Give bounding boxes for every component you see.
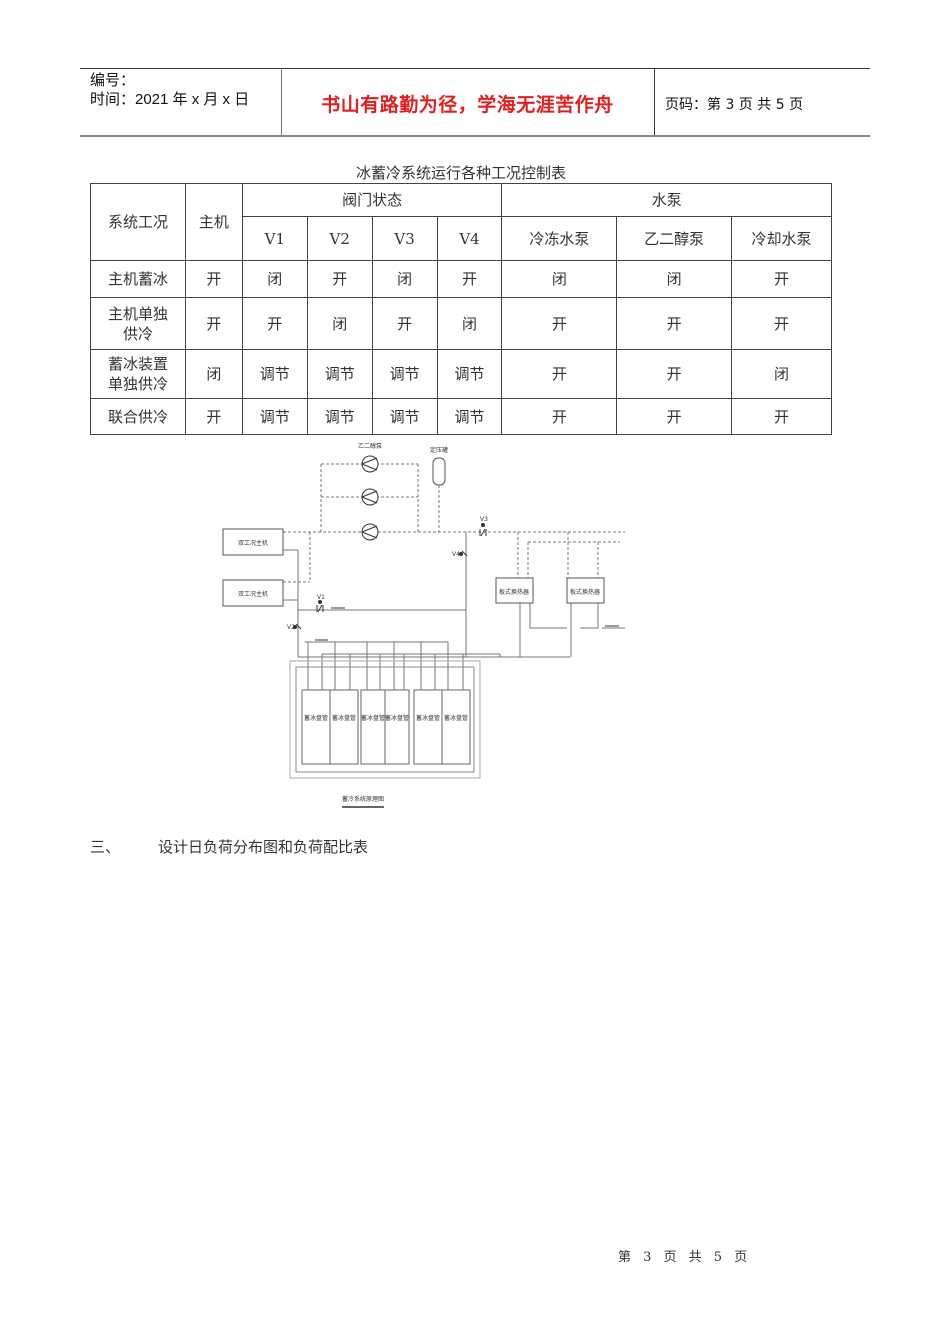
ice-coil-group <box>301 689 471 765</box>
cell: 开 <box>241 297 308 350</box>
ice-coil-label: 蓄冰盘管 <box>304 714 328 722</box>
header-cooling-water-pump: 冷却水泵 <box>731 216 832 261</box>
cell: 闭 <box>501 260 618 298</box>
header-v1: V1 <box>241 216 308 261</box>
row-condition: 联合供冷 <box>90 398 186 435</box>
table-subheader-row: V1 V2 V3 V4 冷冻水泵 乙二醇泵 冷却水泵 <box>91 216 832 261</box>
table-title: 冰蓄冷系统运行各种工况控制表 <box>355 164 566 182</box>
diagram-caption: 蓄冷系统原理图 <box>342 795 384 803</box>
valve-label-v4: V4 <box>452 551 460 558</box>
cell: 开 <box>501 398 618 435</box>
cell: 闭 <box>731 349 832 399</box>
row-condition: 蓄冰装置单独供冷 <box>90 349 186 399</box>
cell: 闭 <box>436 297 503 350</box>
row-condition: 主机蓄冰 <box>90 260 186 298</box>
cell: 开 <box>184 297 243 350</box>
cell: 开 <box>616 398 733 435</box>
valve-v4-icon <box>459 550 468 557</box>
ice-coil-label: 蓄冰盘管 <box>385 714 409 722</box>
header-v2: V2 <box>306 216 373 261</box>
table-header-row: 系统工况 主机 阀门状态 水泵 <box>90 183 832 261</box>
section-heading: 三、 设计日负荷分布图和负荷配比表 <box>90 836 368 857</box>
expansion-tank-icon <box>432 457 446 486</box>
header-top-rule <box>80 68 870 69</box>
ice-coil-label: 蓄冰盘管 <box>444 714 468 722</box>
cell: 调节 <box>371 398 438 435</box>
heat-exchanger-label: 板式换热器 <box>499 588 529 596</box>
section-number: 三、 <box>90 838 121 856</box>
ice-coil-label: 蓄冰盘管 <box>416 714 440 722</box>
cell: 调节 <box>241 349 308 399</box>
cell: 闭 <box>616 260 733 298</box>
cell: 闭 <box>241 260 308 298</box>
row-condition: 主机单独供冷 <box>90 297 186 350</box>
chiller-label: 双工况主机 <box>238 539 268 547</box>
pump-label: 乙二醇泵 <box>358 442 382 450</box>
cell: 调节 <box>436 398 503 435</box>
header-v3: V3 <box>371 216 438 261</box>
heat-exchanger-box <box>495 577 605 604</box>
header-chilled-water-pump: 冷冻水泵 <box>501 216 618 261</box>
cell: 开 <box>731 297 832 350</box>
heat-exchanger-label: 板式换热器 <box>570 588 600 596</box>
valve-label-v3: V3 <box>480 516 488 523</box>
valve-v1-icon <box>316 600 324 613</box>
header-page-info: 页码：第 3 页 共 5 页 <box>665 97 804 113</box>
header-motto: 书山有路勤为径，学海无涯苦作舟 <box>321 94 614 116</box>
cell: 调节 <box>436 349 503 399</box>
header-bottom-rule <box>80 135 870 137</box>
cell: 开 <box>501 297 618 350</box>
table-row: 主机蓄冰 开 闭 开 闭 开 闭 闭 开 <box>90 260 832 298</box>
chiller-label: 双工况主机 <box>238 590 268 598</box>
cell: 调节 <box>241 398 308 435</box>
ice-coil-label: 蓄冰盘管 <box>361 714 385 722</box>
cell: 开 <box>616 297 733 350</box>
header-divider <box>281 68 282 135</box>
table-row: 联合供冷 开 调节 调节 调节 调节 开 开 开 <box>90 398 832 435</box>
glycol-pump-icon <box>361 455 379 541</box>
ice-storage-schematic: 乙二醇泵 定压罐 双工况主机 双工况主机 板式换热器 板式换热器 蓄冰盘管 蓄冰… <box>210 435 650 815</box>
valve-label-v1: V1 <box>317 594 325 601</box>
cell: 闭 <box>306 297 373 350</box>
document-number: 编号： <box>90 72 136 89</box>
chiller-box <box>222 528 284 607</box>
cell: 调节 <box>306 398 373 435</box>
cell: 开 <box>371 297 438 350</box>
valve-v2-icon <box>293 623 302 630</box>
header-divider <box>654 68 655 135</box>
cell: 闭 <box>371 260 438 298</box>
section-title: 设计日负荷分布图和负荷配比表 <box>158 838 369 856</box>
cell: 开 <box>616 349 733 399</box>
cell: 开 <box>306 260 373 298</box>
cell: 开 <box>731 398 832 435</box>
header-meta: 编号： 时间：2021 年 x 月 x 日 <box>90 71 249 109</box>
header-v4: V4 <box>436 216 503 261</box>
table-row: 主机单独供冷 开 开 闭 开 闭 开 开 开 <box>90 297 832 350</box>
tank-label: 定压罐 <box>430 446 448 454</box>
cell: 开 <box>184 260 243 298</box>
header-condition: 系统工况 <box>90 183 186 261</box>
cell: 调节 <box>371 349 438 399</box>
row-condition-text: 蓄冰装置单独供冷 <box>107 355 168 393</box>
header-valve-group: 阀门状态 <box>241 183 503 217</box>
cell: 开 <box>731 260 832 298</box>
cell: 闭 <box>184 349 243 399</box>
cell: 开 <box>184 398 243 435</box>
table-row: 蓄冰装置单独供冷 闭 调节 调节 调节 调节 开 开 闭 <box>90 349 832 399</box>
cell: 开 <box>501 349 618 399</box>
cell: 开 <box>436 260 503 298</box>
valve-v3-icon <box>479 523 487 537</box>
ice-coil-label: 蓄冰盘管 <box>332 714 356 722</box>
header-glycol-pump: 乙二醇泵 <box>616 216 733 261</box>
header-host: 主机 <box>184 183 243 261</box>
row-condition-text: 主机单独供冷 <box>107 304 168 343</box>
document-date: 时间：2021 年 x 月 x 日 <box>90 91 250 108</box>
cell: 调节 <box>306 349 373 399</box>
header-pump-group: 水泵 <box>501 183 832 217</box>
control-table: 系统工况 主机 阀门状态 水泵 V1 V2 V3 V4 冷冻水泵 乙二醇泵 冷却… <box>90 183 832 435</box>
page-footer: 第 3 页 共 5 页 <box>618 1250 752 1265</box>
valve-label-v2: V2 <box>287 624 295 631</box>
